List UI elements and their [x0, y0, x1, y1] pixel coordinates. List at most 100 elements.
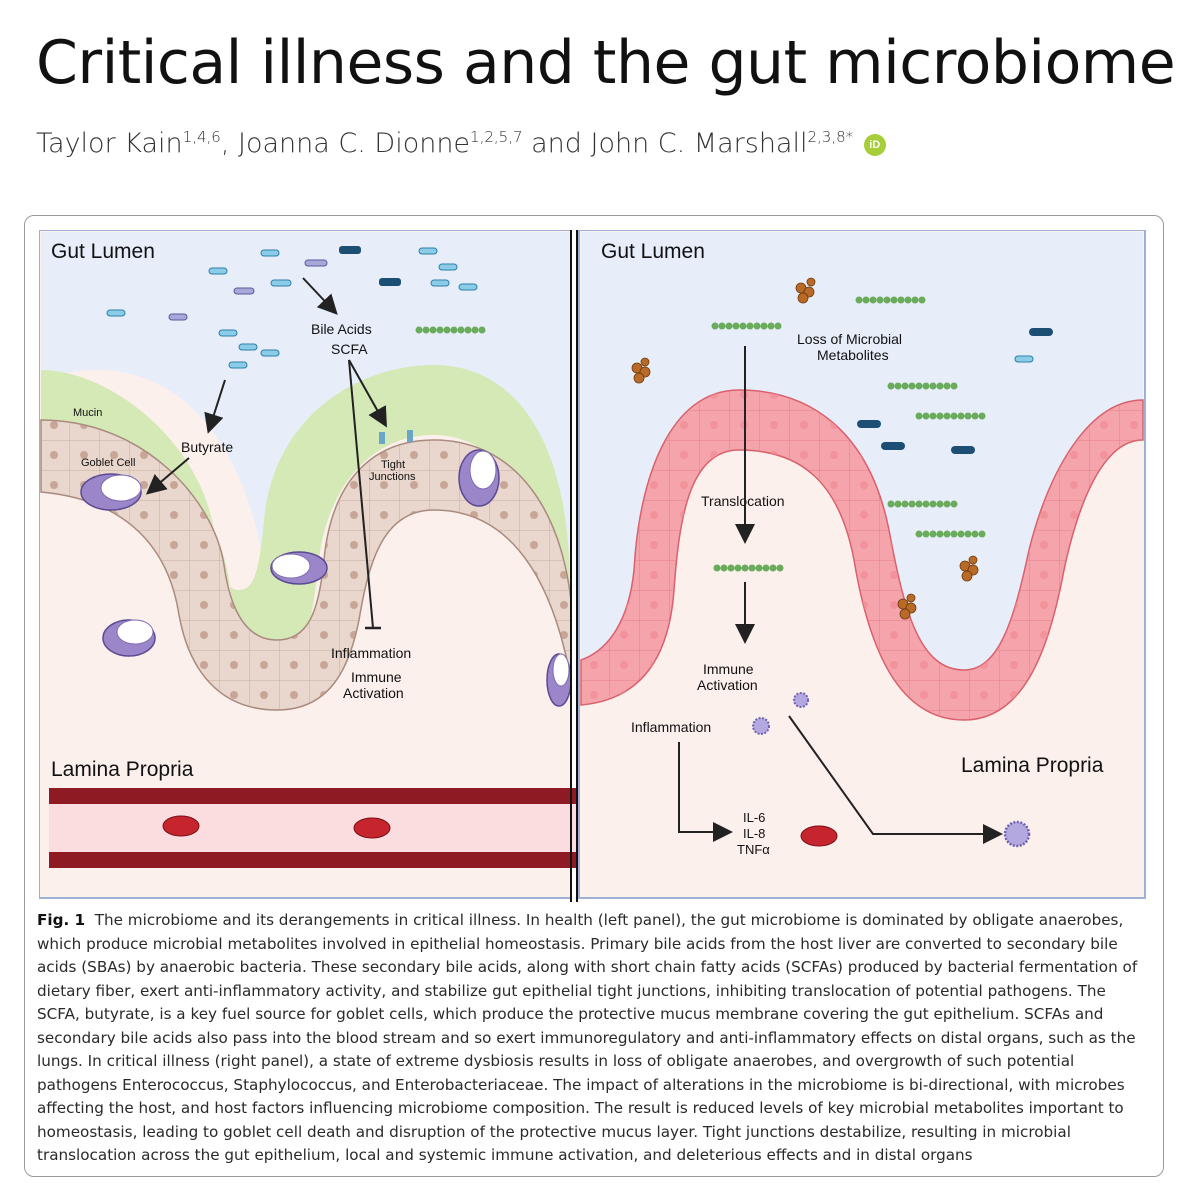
right-lumen-label: Gut Lumen [601, 240, 705, 263]
staph-cluster-icon [897, 593, 917, 620]
tight-junction-icon [379, 432, 385, 444]
inflammation-label: Inflammation [331, 645, 411, 661]
rod-bacterium-icon [168, 313, 188, 321]
rod-bacterium-icon [438, 263, 458, 271]
rod-bacterium-icon [379, 278, 401, 286]
left-gut-lumen [41, 232, 570, 605]
author-name: John C. Marshall [590, 128, 808, 159]
inflammation-label: Inflammation [631, 719, 711, 735]
author-name: Joanna C. Dionne [238, 128, 471, 159]
right-lamina-propria-label: Lamina Propria [961, 754, 1104, 777]
rod-bacterium-icon [208, 267, 228, 275]
bacteria-cluster [106, 246, 478, 369]
figure-container: Gut Lumen Bile Acids SCFA Mucin Goblet C… [24, 215, 1164, 1177]
left-lamina-propria-label: Lamina Propria [51, 758, 194, 781]
cocci-chain [915, 530, 986, 538]
immune-label: Immune [703, 661, 754, 677]
figure-caption: Fig. 1 The microbiome and its derangemen… [37, 909, 1149, 1168]
right-epithelial-cells [581, 390, 1143, 720]
rod-bacterium-icon [228, 361, 248, 369]
goblet-cell-label: Goblet Cell [81, 457, 135, 469]
cocci-chain [713, 564, 784, 572]
rod-bacterium-icon [430, 279, 450, 287]
goblet-cell [546, 653, 572, 707]
arrow [204, 379, 226, 434]
activation-label: Activation [343, 685, 404, 701]
inhibition-line [348, 359, 374, 629]
goblet-cell [458, 449, 500, 507]
rod-bacterium-icon [106, 309, 126, 317]
rod-bacterium-icon [418, 247, 438, 255]
right-panel-critical-illness: Gut Lumen Loss of Microbial Metabolites … [578, 230, 1146, 899]
orcid-icon[interactable]: iD [863, 134, 886, 156]
staph-cluster-icon [959, 555, 979, 582]
rod-bacterium-icon [260, 249, 280, 257]
tight-junctions-label: Tight [381, 459, 405, 471]
red-blood-cell-icon [353, 817, 391, 839]
author-affiliation: 1,2,5,7 [470, 128, 523, 146]
author-list: Taylor Kain1,4,6, Joanna C. Dionne1,2,5,… [36, 128, 886, 159]
cocci-chain [711, 322, 782, 330]
figure-label: Fig. 1 [37, 911, 86, 929]
author-separator: , [220, 128, 238, 159]
author-separator: and [522, 128, 591, 159]
rod-bacterium-icon [218, 329, 238, 337]
cytokine-label: IL-6 [743, 810, 765, 825]
loss-of-metabolites-label: Loss of Microbial [797, 331, 902, 347]
cocci-chain [855, 296, 926, 304]
rod-bacterium-icon [1014, 355, 1034, 363]
arrow [302, 277, 338, 315]
author-affiliation: 2,3,8* [807, 128, 854, 146]
cytokine-label: TNFα [737, 842, 770, 857]
left-mucus-layer [41, 365, 570, 650]
scfa-label: SCFA [331, 341, 368, 357]
rod-bacterium-icon [951, 446, 975, 454]
arrow [145, 457, 190, 495]
arrow [788, 715, 1003, 844]
immune-cell-icon [793, 692, 809, 708]
rod-bacterium-icon [458, 283, 478, 291]
arrow [678, 742, 733, 842]
red-blood-cell-icon [800, 825, 838, 847]
mucin-label: Mucin [73, 407, 102, 419]
left-epithelial-cells [41, 420, 571, 710]
cocci-chain [915, 412, 986, 420]
left-lumen-label: Gut Lumen [51, 240, 155, 263]
bile-acids-label: Bile Acids [311, 321, 372, 337]
rod-bacterium-icon [881, 442, 905, 450]
gut-microbiome-figure: Gut Lumen Bile Acids SCFA Mucin Goblet C… [39, 230, 1146, 902]
rod-bacterium-icon [238, 343, 258, 351]
translocation-label: Translocation [701, 493, 785, 509]
staph-cluster-icon [795, 277, 816, 304]
rod-bacterium-icon [304, 259, 328, 267]
cocci-chain [887, 382, 958, 390]
activation-label: Activation [697, 677, 758, 693]
tight-junction-icon [407, 430, 413, 442]
immune-label: Immune [351, 669, 402, 685]
rod-bacterium-icon [260, 349, 280, 357]
article-title: Critical illness and the gut microbiome [36, 28, 1176, 98]
rod-bacterium-icon [857, 420, 881, 428]
goblet-cell [80, 473, 142, 511]
staph-cluster-icon [631, 357, 651, 384]
butyrate-label: Butyrate [181, 439, 233, 455]
rod-bacterium-icon [1029, 328, 1053, 336]
immune-cell-icon [752, 717, 770, 735]
cytokine-label: IL-8 [743, 826, 765, 841]
goblet-cell [102, 619, 156, 657]
cocci-chain [887, 500, 958, 508]
loss-of-metabolites-label: Metabolites [817, 347, 889, 363]
goblet-cell [270, 551, 328, 585]
immune-cell-icon [1003, 820, 1031, 848]
author-name: Taylor Kain [36, 128, 183, 159]
rod-bacterium-icon [270, 279, 292, 287]
red-blood-cell-icon [162, 815, 200, 837]
caption-text: The microbiome and its derangements in c… [37, 911, 1138, 1164]
arrow [348, 359, 387, 428]
tight-junctions-label: Junctions [369, 471, 416, 483]
author-affiliation: 1,4,6 [182, 128, 221, 146]
rod-bacterium-icon [233, 287, 255, 295]
cocci-chain [415, 326, 486, 334]
rod-bacterium-icon [339, 246, 361, 254]
right-gut-lumen [581, 232, 1143, 670]
